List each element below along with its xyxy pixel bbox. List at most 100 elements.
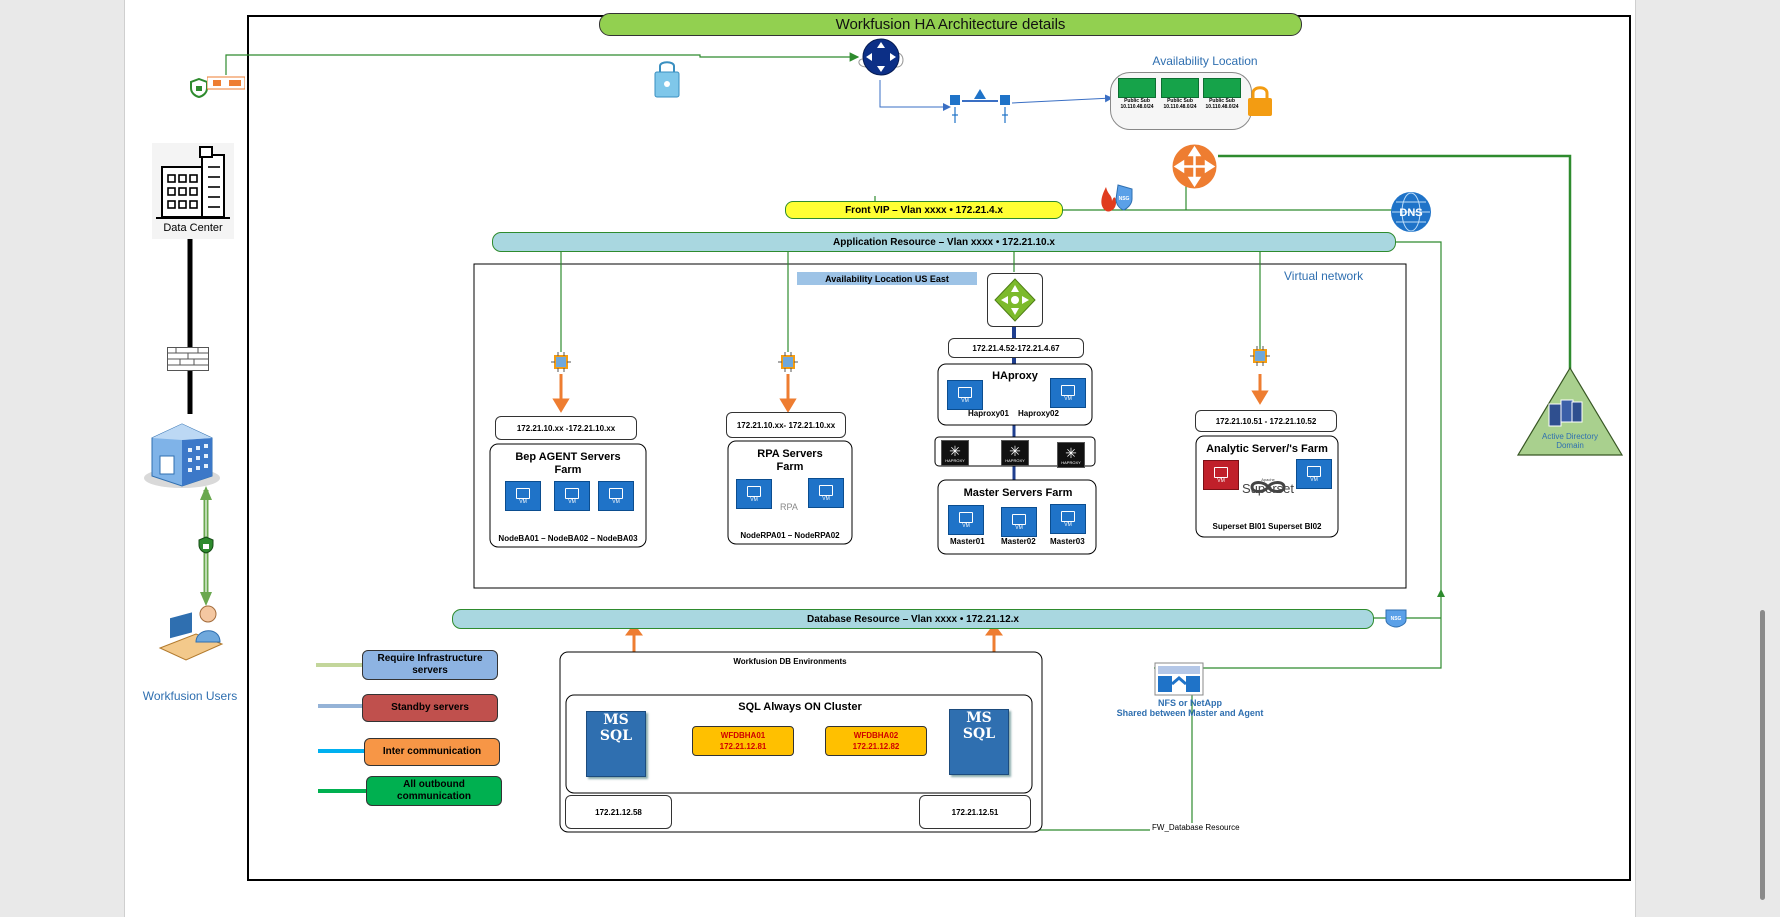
waf-nsg-label: NSG <box>1119 196 1130 202</box>
legend-standby: Standby servers <box>362 694 498 722</box>
data-center-icon: Data Center <box>152 143 234 239</box>
shield-lock-icon-left <box>198 536 214 554</box>
vm-bep01: VM <box>505 481 541 511</box>
diagram-title: Workfusion HA Architecture details <box>835 16 1066 33</box>
monitor-icon <box>1307 465 1321 477</box>
public-subnet-label: Public Sub <box>1167 98 1193 104</box>
ad-server-icon <box>1545 398 1585 428</box>
outbound-link-top <box>225 52 860 75</box>
fw-database-label: FW_Database Resource <box>1150 823 1242 832</box>
haproxy-lb-3: ✳ HAPROXY <box>1057 442 1085 468</box>
haproxy-ip-label: 172.21.4.52-172.21.4.67 <box>948 338 1084 358</box>
master02-label: Master02 <box>1001 537 1036 546</box>
dns-icon: DNS <box>1390 191 1432 233</box>
superset-logo: Apache Superset <box>1241 477 1295 496</box>
public-subnet-2: Public Sub 10.110.48.0/24 <box>1160 78 1200 124</box>
nfs-storage-icon <box>1154 662 1204 696</box>
vm-haproxy02: VM <box>1050 378 1086 408</box>
router-icon <box>855 37 907 81</box>
public-subnet-3: Public Sub 10.110.48.0/24 <box>1202 78 1242 124</box>
nic-icon-analytic <box>1250 346 1270 366</box>
app-resource-label: Application Resource – Vlan xxxx • 172.2… <box>833 236 1055 248</box>
rpa-farm-title: RPA Servers Farm <box>757 448 823 473</box>
data-center-label: Data Center <box>163 222 223 234</box>
db-resource-vlan-bar: Database Resource – Vlan xxxx • 172.21.1… <box>452 609 1374 629</box>
legend-inter-comm: Inter communication <box>364 738 500 766</box>
nsg-label: NSG <box>1391 616 1402 622</box>
building-icon <box>156 146 230 219</box>
nic-icon-bep <box>551 352 571 372</box>
rpa-nodes-label: NodeRPA01 – NodeRPA02 <box>740 531 840 540</box>
monitor-icon <box>819 484 833 496</box>
front-vip-vlan-bar: Front VIP – Vlan xxxx • 172.21.4.x <box>785 201 1063 219</box>
ad-link <box>1218 154 1572 370</box>
router-switch-link <box>879 80 951 111</box>
wfdbha02-node: WFDBHA02 172.21.12.82 <box>825 726 927 756</box>
vm-analytic01: VM <box>1203 460 1239 490</box>
haproxy01-label: Haproxy01 <box>968 409 1009 418</box>
monitor-icon <box>747 485 761 497</box>
load-balancer-orange-icon <box>1171 143 1218 190</box>
haproxy02-label: Haproxy02 <box>1018 409 1059 418</box>
monitor-icon <box>565 487 579 499</box>
master03-label: Master03 <box>1050 537 1085 546</box>
vm-bep02: VM <box>554 481 590 511</box>
rpa-farm-box <box>727 440 853 545</box>
network-switches-icon <box>948 75 1012 130</box>
virtual-network-box <box>473 263 1407 589</box>
vertical-scrollbar[interactable] <box>1760 610 1765 900</box>
public-subnet-cidr: 10.110.48.0/24 <box>1205 104 1239 110</box>
haproxy-title: HAproxy <box>992 370 1038 382</box>
analytic-nodes-label: Superset BI01 Superset BI02 <box>1212 522 1322 531</box>
public-subnet-label: Public Sub <box>1209 98 1235 104</box>
nfs-label: NFS or NetApp Shared between Master and … <box>1116 698 1264 718</box>
analytic-farm-title: Analytic Server/'s Farm <box>1206 443 1328 455</box>
sql-cluster-title: SQL Always ON Cluster <box>738 701 862 713</box>
ad-label: Active Directory Domain <box>1541 432 1598 450</box>
monitor-icon <box>958 386 972 398</box>
monitor-icon <box>609 487 623 499</box>
waf-fire-icon: NSG <box>1098 183 1134 213</box>
infinity-icon <box>1250 481 1286 493</box>
master-farm-title: Master Servers Farm <box>963 487 1073 499</box>
firewall-orange-icon <box>207 75 245 91</box>
nic-icon-rpa <box>778 352 798 372</box>
availability-us-east-label: Availability Location US East <box>797 272 977 285</box>
orange-lock-icon <box>1246 85 1274 117</box>
legend-outbound: All outbound communication <box>366 776 502 806</box>
legend-require-infra: Require Infrastructure servers <box>362 650 498 680</box>
haproxy-glyph-icon: ✳ <box>949 442 961 459</box>
mssql-icon-right: MS SQL <box>949 709 1009 775</box>
vm-haproxy01: VM <box>947 380 983 410</box>
firewall-icon <box>167 347 209 371</box>
azure-lb-icon <box>987 273 1043 327</box>
mssql-icon-left: MS SQL <box>586 711 646 777</box>
monitor-icon <box>1061 510 1075 522</box>
vm-rpa01: VM <box>736 479 772 509</box>
public-subnet-label: Public Sub <box>1124 98 1150 104</box>
master01-label: Master01 <box>950 537 985 546</box>
db-ip-left: 172.21.12.58 <box>565 795 672 829</box>
bep-ip-label: 172.21.10.xx -172.21.10.xx <box>495 416 637 440</box>
haproxy-glyph-icon: ✳ <box>1065 444 1077 461</box>
public-subnet-1: Public Sub 10.110.48.0/24 <box>1117 78 1157 124</box>
app-nfs-link <box>1154 241 1442 669</box>
vm-master03: VM <box>1050 504 1086 534</box>
rpa-ip-label: 172.21.10.xx- 172.21.10.xx <box>726 412 846 438</box>
workfusion-users-label: Workfusion Users <box>142 689 238 703</box>
haproxy-lb-1: ✳ HAPROXY <box>941 440 969 466</box>
virtual-network-label: Virtual network <box>1284 269 1364 283</box>
db-env-title: Workfusion DB Environments <box>733 657 847 666</box>
monitor-icon <box>1012 513 1026 525</box>
monitor-icon <box>1214 466 1228 478</box>
dns-label: DNS <box>1399 207 1422 219</box>
bep-nodes-label: NodeBA01 – NodeBA02 – NodeBA03 <box>498 534 638 543</box>
monitor-icon <box>1061 384 1075 396</box>
analytic-ip-label: 172.21.10.51 - 172.21.10.52 <box>1195 410 1337 432</box>
nsg-shield-icon: NSG <box>1384 608 1408 628</box>
monitor-icon <box>959 511 973 523</box>
shield-icon-top-left <box>190 78 208 98</box>
public-subnet-cidr: 10.110.48.0/24 <box>1163 104 1197 110</box>
front-vip-label: Front VIP – Vlan xxxx • 172.21.4.x <box>845 204 1003 216</box>
